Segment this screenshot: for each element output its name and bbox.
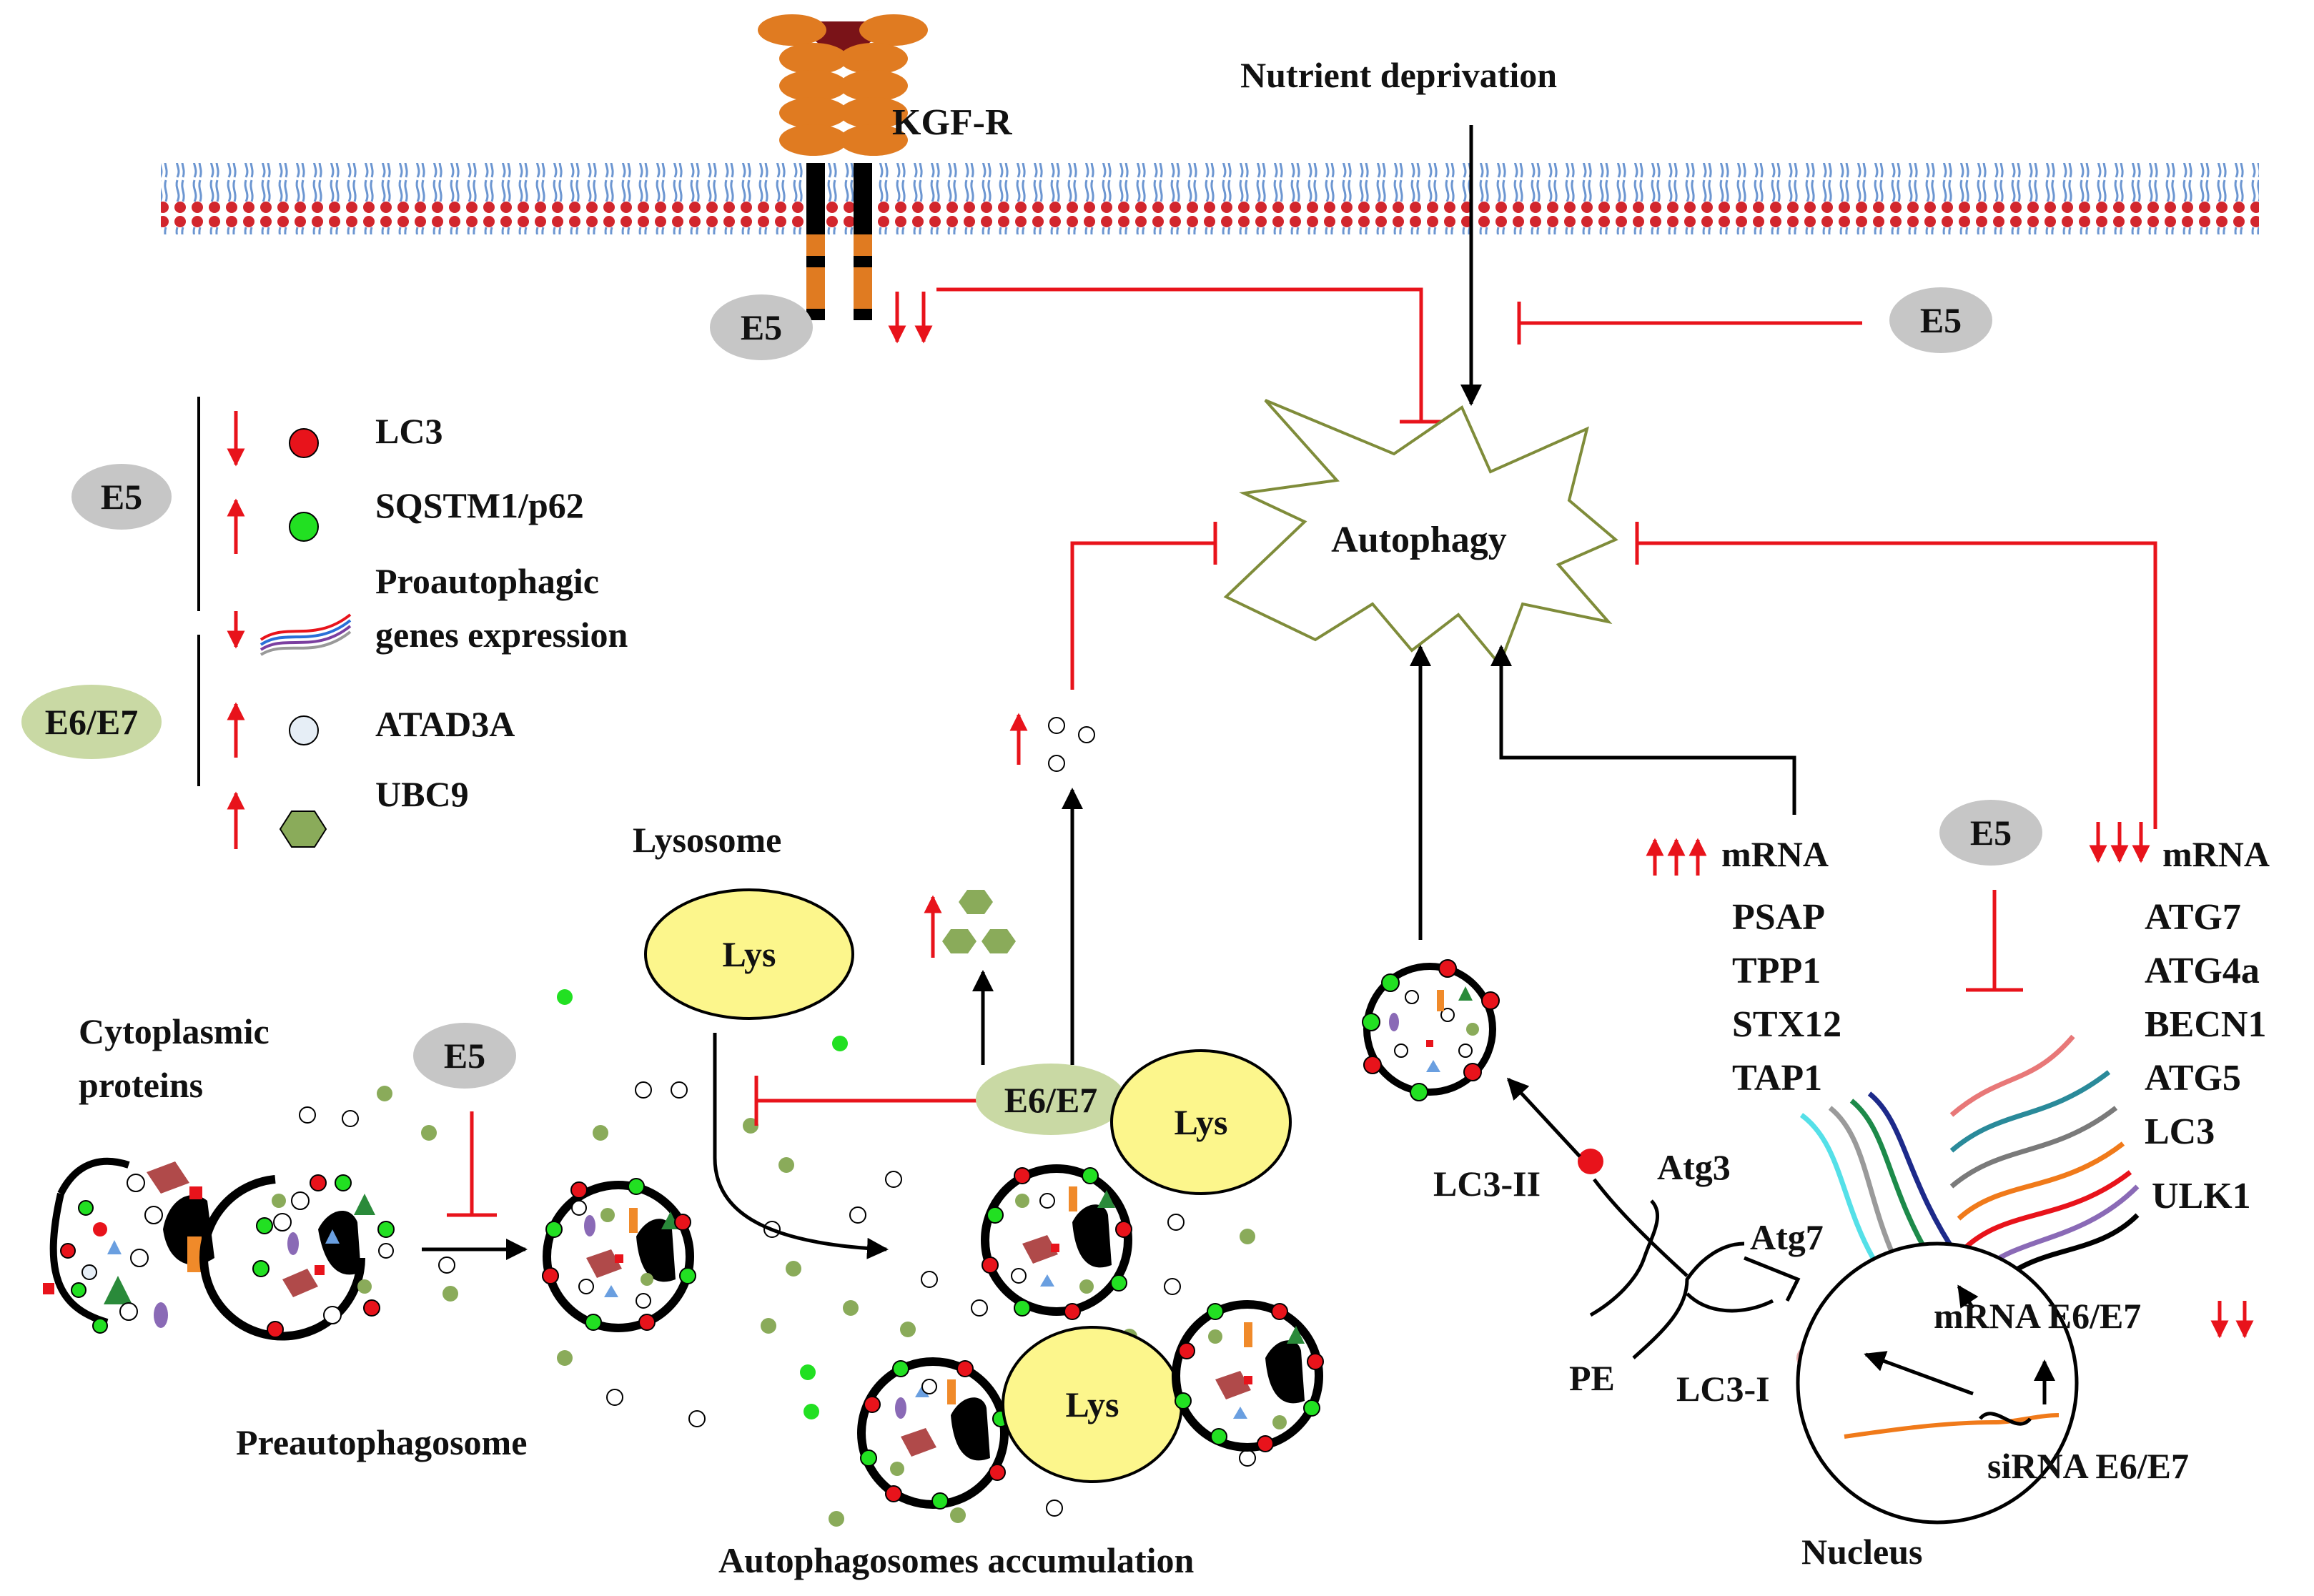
lysosome-title: Lysosome bbox=[633, 820, 781, 860]
atad3a-cluster bbox=[1009, 713, 1095, 772]
gene-atg7: ATG7 bbox=[2145, 897, 2241, 938]
gene-stx12: STX12 bbox=[1732, 1004, 1841, 1045]
down-arrows-receptor bbox=[888, 292, 933, 344]
preautophagosome-label: Preautophagosome bbox=[236, 1422, 527, 1462]
gene-strands-icon bbox=[259, 613, 352, 656]
legend-proautophagic: Proautophagic bbox=[375, 561, 599, 601]
legend-e6e7-badge bbox=[21, 685, 162, 759]
atad3a-dot-icon bbox=[289, 715, 319, 745]
gene-becn1: BECN1 bbox=[2145, 1004, 2266, 1045]
lc3-dot-icon bbox=[289, 428, 319, 458]
kgf-receptor bbox=[758, 14, 928, 320]
lys-1-label: Lys bbox=[722, 934, 776, 974]
gene-tpp1: TPP1 bbox=[1732, 951, 1821, 991]
autophagosome-4 bbox=[1172, 1300, 1324, 1452]
lc3-ii-dot bbox=[1578, 1149, 1603, 1174]
gene-ulk1: ULK1 bbox=[2152, 1176, 2251, 1216]
autophagy-label: Autophagy bbox=[1331, 520, 1507, 560]
proteins-label: proteins bbox=[79, 1065, 203, 1105]
pe-label: PE bbox=[1569, 1358, 1615, 1398]
legend-genes-expression: genes expression bbox=[375, 615, 628, 655]
up-arrows-mrna bbox=[1646, 838, 1707, 876]
legend-lc3: LC3 bbox=[375, 411, 442, 451]
legend-e6e7-label: E6/E7 bbox=[45, 702, 139, 742]
lys-2-label: Lys bbox=[1174, 1102, 1227, 1142]
lysosome-2: Lys bbox=[1110, 1049, 1292, 1195]
cell-membrane bbox=[161, 163, 2259, 234]
atg7-label: Atg7 bbox=[1750, 1217, 1824, 1257]
e5-nucleus-label: E5 bbox=[1970, 813, 2012, 853]
autophagosome-2 bbox=[981, 1164, 1132, 1320]
arrow-lc3-ii-to-autophagosome bbox=[1506, 1077, 1581, 1158]
downregulated-strands bbox=[1949, 1034, 2140, 1289]
ubc9-hexagon-icon bbox=[279, 811, 327, 848]
legend-atad3a: ATAD3A bbox=[375, 704, 515, 744]
ubc9-cluster bbox=[924, 890, 1016, 958]
inhibition-downregulated-autophagy bbox=[1635, 522, 2157, 829]
autophagosome-3 bbox=[857, 1357, 1009, 1510]
e5-receptor-label: E5 bbox=[741, 307, 782, 347]
cytoplasmic-protein-cluster bbox=[43, 1157, 214, 1334]
down-arrows-e6e7 bbox=[2210, 1301, 2254, 1339]
down-mrna-header: mRNA bbox=[2162, 834, 2270, 874]
legend-e5-label: E5 bbox=[101, 477, 142, 517]
autophagosomes-accumulation-label: Autophagosomes accumulation bbox=[718, 1540, 1195, 1580]
autophagosome-1 bbox=[542, 1178, 696, 1332]
gene-lc3: LC3 bbox=[2145, 1111, 2215, 1152]
lc3-ii-label: LC3-II bbox=[1433, 1164, 1541, 1204]
lc3-conjugation-paths bbox=[1589, 1178, 1801, 1359]
e6e7-middle-badge: E6/E7 bbox=[976, 1064, 1126, 1135]
lysosome-3: Lys bbox=[1002, 1326, 1183, 1483]
down-arrows-mrna bbox=[2089, 822, 2150, 863]
arrow-upregulated-to-autophagy bbox=[1490, 645, 1796, 815]
legend-ubc9: UBC9 bbox=[375, 774, 469, 814]
legend: E5 E6/E7 LC3 SQSTM1/p62 Proautophagic ge… bbox=[21, 397, 628, 849]
autophagy-star: Autophagy bbox=[1223, 399, 1618, 668]
inhibition-e6e7-lysosome bbox=[754, 1076, 987, 1126]
mrna-e6e7-label: mRNA E6/E7 bbox=[1934, 1296, 2141, 1336]
up-mrna-header: mRNA bbox=[1721, 834, 1829, 874]
e5-membrane-label: E5 bbox=[1920, 300, 1962, 340]
sirna-label: siRNA E6/E7 bbox=[1987, 1446, 2189, 1486]
lc3-i-label: LC3-I bbox=[1676, 1369, 1770, 1409]
gene-atg4a: ATG4a bbox=[2145, 951, 2260, 991]
preautophagosome bbox=[199, 1174, 395, 1341]
inhibition-e5-strands bbox=[1966, 890, 2023, 992]
cytoplasmic-label: Cytoplasmic bbox=[79, 1011, 270, 1051]
nutrient-deprivation-label: Nutrient deprivation bbox=[1240, 55, 1557, 95]
legend-e5-badge bbox=[71, 464, 172, 530]
p62-dot-icon bbox=[289, 512, 319, 542]
e6e7-middle-label: E6/E7 bbox=[1004, 1080, 1098, 1120]
kgf-r-label: KGF-R bbox=[892, 102, 1013, 143]
nucleus bbox=[1796, 1241, 2079, 1525]
nucleus-label: Nucleus bbox=[1801, 1532, 1922, 1572]
lc3-autophagosome bbox=[1362, 959, 1500, 1101]
legend-sqstm1: SQSTM1/p62 bbox=[375, 485, 584, 525]
inhibition-receptor-autophagy bbox=[936, 287, 1443, 424]
arrow-lysosome-fusion bbox=[713, 1033, 889, 1259]
e5-preauto-badge: E5 bbox=[413, 1023, 516, 1089]
e5-preauto-label: E5 bbox=[444, 1036, 485, 1076]
inhibition-e5-preauto bbox=[447, 1111, 497, 1217]
lys-3-label: Lys bbox=[1065, 1384, 1119, 1424]
gene-atg5: ATG5 bbox=[2145, 1058, 2241, 1099]
gene-psap: PSAP bbox=[1732, 897, 1825, 938]
e5-nucleus-badge: E5 bbox=[1939, 800, 2042, 866]
inhibition-e5-nutrient bbox=[1517, 302, 1862, 345]
gene-tap1: TAP1 bbox=[1732, 1058, 1822, 1099]
lysosome-1: Lys bbox=[644, 888, 854, 1020]
upregulated-strands bbox=[1799, 1091, 1961, 1259]
atg3-label: Atg3 bbox=[1657, 1147, 1731, 1187]
e5-membrane-badge: E5 bbox=[1889, 287, 1992, 353]
e5-receptor-badge: E5 bbox=[710, 294, 813, 360]
inhibition-atad3a-autophagy bbox=[1070, 522, 1217, 690]
